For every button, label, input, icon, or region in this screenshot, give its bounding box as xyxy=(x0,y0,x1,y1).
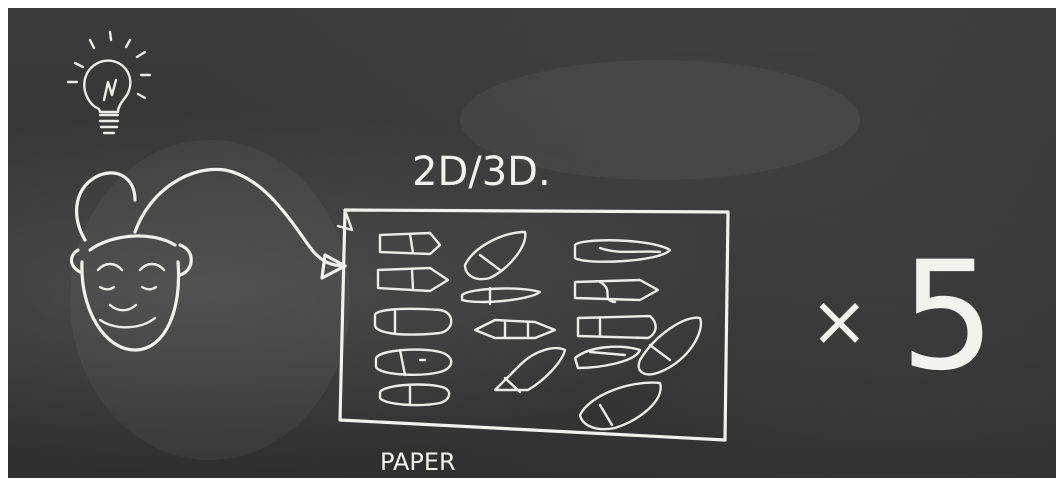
multiplier-sign: × xyxy=(810,280,869,362)
paper-sheet xyxy=(336,208,730,442)
paper-label: PAPER xyxy=(380,448,456,476)
lightbulb-icon xyxy=(66,30,152,135)
chalk-smudge xyxy=(460,60,860,180)
pen-sketches xyxy=(373,230,703,431)
person-head xyxy=(69,171,193,352)
chalkboard xyxy=(8,8,1056,478)
multiplier-number: 5 xyxy=(900,230,995,404)
idea-arrow xyxy=(133,167,347,280)
dimension-label: 2D/3D. xyxy=(412,149,551,195)
chalk-smudge xyxy=(70,140,350,460)
